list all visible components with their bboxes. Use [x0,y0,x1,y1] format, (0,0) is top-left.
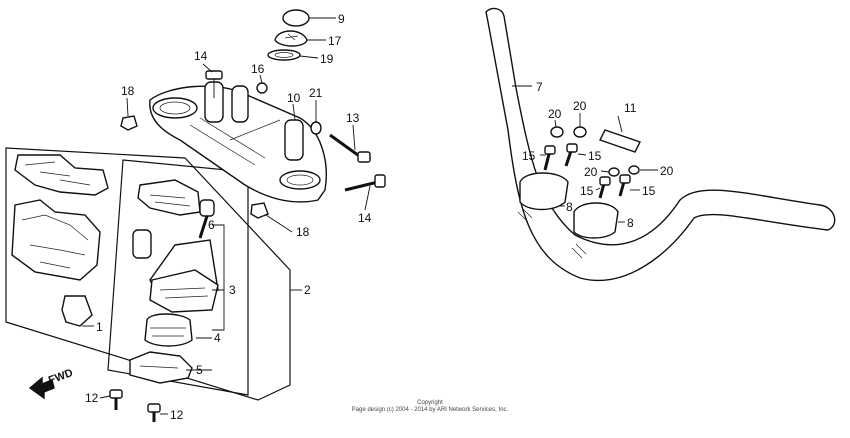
washer-part [274,30,308,47]
cap-20b-part [573,126,587,138]
callout-15b: 15 [588,149,602,163]
strip-part [599,129,641,153]
callout-12a: 12 [85,391,99,405]
callout-20d: 20 [660,164,674,178]
callout-labels: 9 17 19 14 16 18 21 10 13 14 18 6 3 2 4 … [85,12,674,422]
nut-left-part [120,115,138,131]
copyright-notice: Copyright Page design (c) 2004 - 2014 by… [330,400,530,414]
fwd-arrow: FWD [28,367,75,400]
callout-20b: 20 [573,99,587,113]
callout-3: 3 [229,283,236,297]
callout-16: 16 [251,62,265,76]
callout-14a: 14 [194,49,208,63]
callout-18a: 18 [121,84,135,98]
bolt-top-part [205,70,223,98]
callout-8a: 8 [566,200,573,214]
copyright-line1: Copyright [417,400,443,406]
nut-lower-part [250,202,269,219]
callout-7: 7 [536,80,543,94]
cover-part-group [11,154,109,327]
ignition-switch-group [129,179,219,384]
lock-washer-part [310,121,322,135]
callout-13: 13 [346,111,360,125]
callout-1: 1 [96,320,103,334]
callout-21: 21 [309,86,323,100]
callout-10: 10 [287,91,301,105]
fwd-label: FWD [47,367,75,387]
leader-lines [82,17,658,415]
nut-part [256,82,268,94]
bolt-15-group [543,143,631,199]
cap-20c-part [608,167,620,177]
callout-20c: 20 [584,165,598,179]
key-part [198,199,215,239]
callout-20a: 20 [548,107,562,121]
callout-15a: 15 [522,149,536,163]
callout-18b: 18 [296,225,310,239]
callout-14b: 14 [358,211,372,225]
bolt-right-part [344,174,386,192]
cap-20d-part [628,165,640,175]
long-bolt-part [329,133,371,163]
bolt-12a-part [109,389,123,410]
callout-12b: 12 [170,408,184,422]
top-bridge-part [149,81,327,203]
callout-9: 9 [338,12,345,26]
callout-19: 19 [320,52,334,66]
callout-11: 11 [624,101,637,115]
bolt-12b-part [147,403,161,422]
ring-part [267,49,301,61]
callout-4: 4 [214,331,221,345]
callout-2: 2 [304,283,311,297]
callout-5: 5 [196,363,203,377]
callout-15c: 15 [580,184,594,198]
callout-15d: 15 [642,184,656,198]
cap-20a-part [550,126,564,138]
callout-6: 6 [208,218,215,232]
holder-lower-part [573,202,619,239]
copyright-line2: Page design (c) 2004 - 2014 by ARI Netwo… [351,407,509,413]
cap-nut-part [282,9,310,27]
callout-8b: 8 [627,216,634,230]
holder-upper-part [519,172,569,211]
assembly-frame-outer [5,147,291,401]
assembly-frame-inner [107,159,249,396]
callout-17: 17 [328,34,342,48]
handlebar-part [485,7,836,282]
